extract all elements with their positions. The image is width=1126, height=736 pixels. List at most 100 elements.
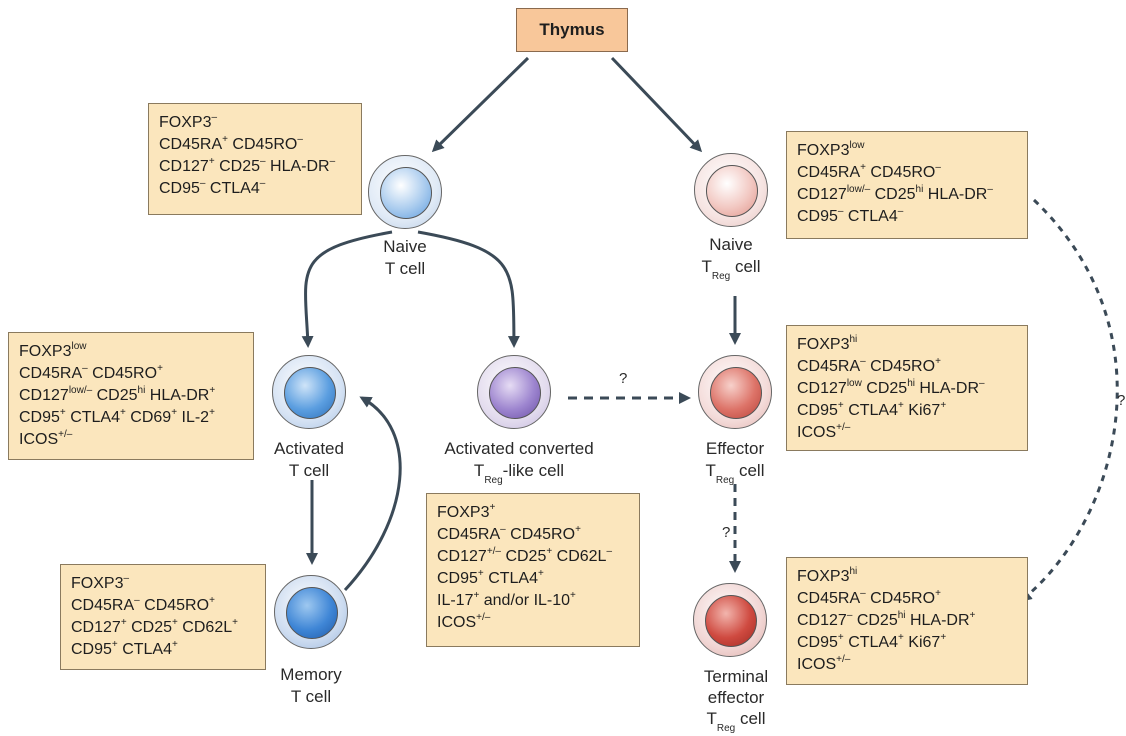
marker-line: FOXP3+ xyxy=(437,502,629,524)
marker-line: CD127low/– CD25hi HLA-DR+ xyxy=(19,385,243,407)
activated-converted-label-rest: -like cell xyxy=(502,461,565,480)
marker-level: + xyxy=(570,589,576,601)
activated-converted-label-sub: Reg xyxy=(484,475,503,487)
marker-line: CD45RA– CD45RO+ xyxy=(437,524,629,546)
memory-t-label-line2: T cell xyxy=(290,687,332,706)
activated-converted-nucleus xyxy=(489,367,541,419)
marker-level: + xyxy=(860,161,866,173)
marker-name: CD25 xyxy=(501,548,547,565)
marker-line: IL-17+ and/or IL-10+ xyxy=(437,590,629,612)
marker-name: ICOS xyxy=(437,614,477,631)
marker-level: + xyxy=(898,399,904,411)
marker-level: low/– xyxy=(846,183,871,195)
activated-converted-treg-like-cell xyxy=(477,355,551,429)
marker-level: – xyxy=(329,155,336,167)
marker-level: hi xyxy=(915,183,924,195)
marker-name: CD127 xyxy=(797,186,847,203)
marker-name: HLA-DR xyxy=(923,186,988,203)
marker-line: CD127+/– CD25+ CD62L– xyxy=(437,546,629,568)
marker-name: FOXP3 xyxy=(19,343,72,360)
terminal-effector-treg-nucleus xyxy=(705,595,757,647)
marker-name: CD127 xyxy=(71,619,121,636)
marker-line: CD95+ CTLA4+ xyxy=(71,639,255,661)
naive-t-cell-nucleus xyxy=(380,167,432,219)
marker-name: FOXP3 xyxy=(159,114,212,131)
marker-name: Ki67 xyxy=(903,634,941,651)
marker-level: + xyxy=(940,631,947,643)
marker-line: CD45RA– CD45RO+ xyxy=(71,595,255,617)
marker-name: CD95 xyxy=(797,402,838,419)
marker-name: CD95 xyxy=(437,570,478,587)
marker-line: CD45RA– CD45RO+ xyxy=(797,356,1017,378)
effector-treg-label-sub: Reg xyxy=(715,475,735,487)
terminal-effector-treg-cell xyxy=(693,583,767,657)
thymus-box: Thymus xyxy=(516,8,628,52)
marker-box-memory-t: FOXP3–CD45RA– CD45RO+CD127+ CD25+ CD62L+… xyxy=(60,564,266,670)
marker-line: ICOS+/– xyxy=(797,654,1017,676)
marker-level: hi xyxy=(137,384,146,396)
marker-name: HLA-DR xyxy=(265,158,330,175)
marker-name: CD127 xyxy=(437,548,487,565)
marker-name: CD45RA xyxy=(797,358,861,375)
marker-level: +/– xyxy=(476,611,491,623)
marker-name: CD45RO xyxy=(505,526,576,543)
marker-level: – xyxy=(860,355,866,367)
marker-line: FOXP3low xyxy=(797,140,1017,162)
marker-name: CD95 xyxy=(797,634,838,651)
marker-level: + xyxy=(222,133,228,145)
marker-line: CD127+ CD25+ CD62L+ xyxy=(71,617,255,639)
marker-line: CD95+ CTLA4+ xyxy=(437,568,629,590)
marker-level: hi xyxy=(849,565,858,577)
marker-name: CD45RO xyxy=(139,597,210,614)
activated-t-cell-label: Activated T cell xyxy=(274,438,344,482)
marker-level: + xyxy=(477,567,484,579)
marker-line: CD45RA+ CD45RO– xyxy=(797,162,1017,184)
marker-line: CD127– CD25hi HLA-DR+ xyxy=(797,610,1017,632)
marker-name: FOXP3 xyxy=(797,142,850,159)
marker-level: + xyxy=(172,616,178,628)
marker-level: – xyxy=(259,177,266,189)
terminal-effector-treg-cell-label: Terminal effector TReg cell xyxy=(704,666,768,736)
marker-name: CD45RA xyxy=(437,526,501,543)
arrow-thymus-to-naive-t xyxy=(431,56,530,153)
activated-t-label-line1: Activated xyxy=(274,439,344,458)
effector-treg-label-line1: Effector xyxy=(705,439,765,458)
marker-level: + xyxy=(209,594,215,606)
memory-t-cell-label: Memory T cell xyxy=(280,664,341,708)
marker-name: CTLA4 xyxy=(843,402,898,419)
marker-level: + xyxy=(59,406,66,418)
marker-name: CD25 xyxy=(92,387,138,404)
marker-name: ICOS xyxy=(19,431,59,448)
marker-level: + xyxy=(171,406,178,418)
marker-name: CD25 xyxy=(214,158,261,175)
marker-line: FOXP3– xyxy=(159,112,351,134)
marker-level: + xyxy=(111,638,118,650)
marker-name: CD45RA xyxy=(159,136,223,153)
marker-level: – xyxy=(297,133,303,145)
marker-name: FOXP3 xyxy=(71,575,124,592)
marker-name: ICOS xyxy=(797,424,837,441)
naive-treg-cell-nucleus xyxy=(706,165,758,217)
activated-converted-cell-label: Activated converted TReg-like cell xyxy=(444,438,593,489)
marker-name: CTLA4 xyxy=(205,180,260,197)
activated-t-cell xyxy=(272,355,346,429)
arrow-naive-t-to-activated-t xyxy=(301,230,393,348)
naive-treg-label-t: T xyxy=(701,257,712,276)
marker-level: + xyxy=(935,355,941,367)
activated-converted-label-line2: TReg-like cell xyxy=(444,460,593,489)
naive-t-cell xyxy=(368,155,442,229)
question-mark-converted-to-effector: ? xyxy=(619,370,628,387)
marker-level: hi xyxy=(849,333,858,345)
question-mark-naive-treg-to-terminal: ? xyxy=(1117,392,1126,409)
effector-treg-nucleus xyxy=(710,367,762,419)
marker-line: CD95– CTLA4– xyxy=(797,206,1017,228)
naive-t-cell-label: Naive T cell xyxy=(383,236,426,280)
terminal-treg-label-sub: Reg xyxy=(716,723,736,735)
marker-line: FOXP3hi xyxy=(797,334,1017,356)
marker-name: CD45RA xyxy=(797,164,861,181)
marker-level: + xyxy=(898,631,904,643)
marker-level: + xyxy=(969,609,976,621)
marker-level: – xyxy=(82,362,88,374)
